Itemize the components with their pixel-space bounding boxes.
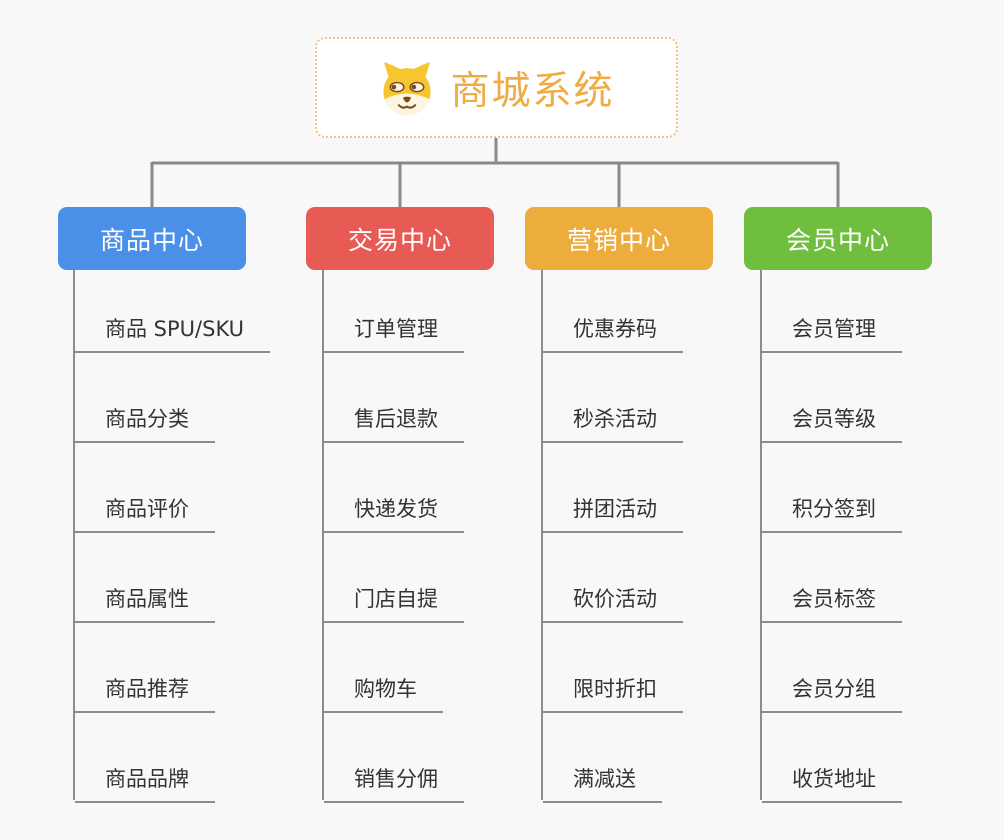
leaf-node[interactable]: 门店自提 [324,585,464,623]
branch-list-marketing-center: 优惠券码 秒杀活动 拼团活动 砍价活动 限时折扣 满减送 [541,270,683,803]
leaf-node[interactable]: 满减送 [543,765,662,803]
leaf-node[interactable]: 快递发货 [324,495,464,533]
leaf-node[interactable]: 会员分组 [762,675,902,713]
branch-node-product-center[interactable]: 商品中心 [58,207,246,270]
branch-node-marketing-center[interactable]: 营销中心 [525,207,713,270]
root-title: 商城系统 [450,68,615,114]
branch-list-trade-center: 订单管理 售后退款 快递发货 门店自提 购物车 销售分佣 [322,270,464,803]
leaf-node[interactable]: 商品 SPU/SKU [75,315,271,353]
leaf-node[interactable]: 优惠券码 [543,315,683,353]
leaf-node[interactable]: 商品推荐 [75,675,215,713]
branch-node-trade-center[interactable]: 交易中心 [306,207,494,270]
leaf-node[interactable]: 购物车 [324,675,443,713]
dog-face-icon [378,59,436,117]
leaf-node[interactable]: 会员管理 [762,315,902,353]
root-node[interactable]: 商城系统 [315,37,678,138]
leaf-node[interactable]: 拼团活动 [543,495,683,533]
leaf-node[interactable]: 商品属性 [75,585,215,623]
branch-list-product-center: 商品 SPU/SKU 商品分类 商品评价 商品属性 商品推荐 商品品牌 [73,270,271,803]
leaf-node[interactable]: 会员标签 [762,585,902,623]
leaf-node[interactable]: 收货地址 [762,765,902,803]
leaf-node[interactable]: 砍价活动 [543,585,683,623]
leaf-node[interactable]: 售后退款 [324,405,464,443]
leaf-node[interactable]: 积分签到 [762,495,902,533]
leaf-node[interactable]: 秒杀活动 [543,405,683,443]
leaf-node[interactable]: 会员等级 [762,405,902,443]
branch-list-member-center: 会员管理 会员等级 积分签到 会员标签 会员分组 收货地址 [760,270,902,803]
leaf-node[interactable]: 订单管理 [324,315,464,353]
leaf-node[interactable]: 商品分类 [75,405,215,443]
leaf-node[interactable]: 商品品牌 [75,765,215,803]
leaf-node[interactable]: 销售分佣 [324,765,464,803]
leaf-node[interactable]: 限时折扣 [543,675,683,713]
branch-node-member-center[interactable]: 会员中心 [744,207,932,270]
leaf-node[interactable]: 商品评价 [75,495,215,533]
